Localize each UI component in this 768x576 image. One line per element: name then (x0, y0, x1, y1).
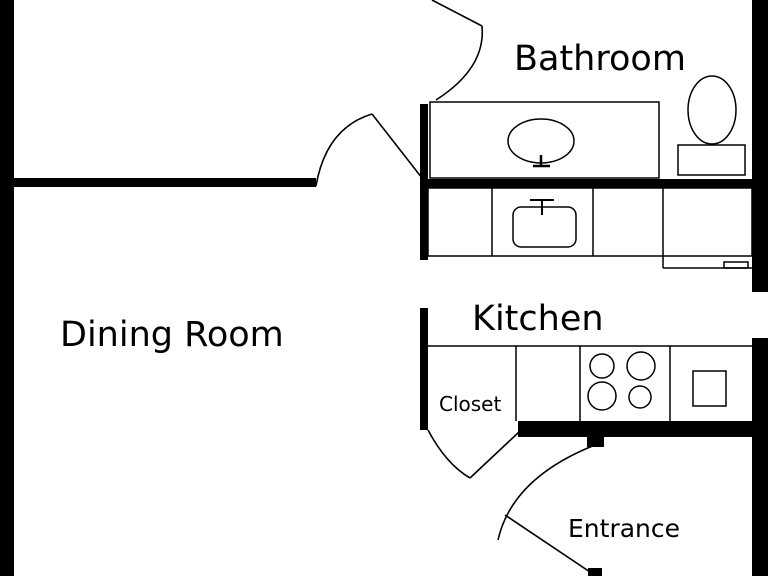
toilet-tank (677, 144, 746, 176)
right-exterior-wall (752, 0, 768, 292)
stove-burner (626, 351, 656, 381)
kitchen-sink-faucet (530, 199, 554, 215)
upper-counter (427, 187, 753, 257)
bathroom-sink-faucet (533, 155, 550, 168)
closet-door-leaf (469, 431, 520, 479)
stove-burner (589, 353, 615, 379)
toilet-bowl (687, 75, 737, 145)
closet-label: Closet (439, 392, 501, 416)
stove-burner (628, 385, 652, 409)
entrance-label: Entrance (568, 514, 680, 543)
kitchen-sink-basin (512, 206, 577, 248)
entrance-door-leaf (504, 514, 597, 576)
bathroom-label: Bathroom (514, 39, 686, 79)
closet-door-arc (427, 429, 471, 479)
bathroom-vanity-counter (429, 101, 660, 179)
kitchen-lower-counter (428, 345, 752, 421)
entrance-door-arc (497, 444, 596, 541)
bathroom-fixtures (429, 75, 746, 179)
counter-vent (723, 261, 749, 269)
kitchen-upper-counter (427, 187, 753, 269)
dining-top-wall (14, 178, 316, 187)
dining-door-leaf (371, 113, 423, 179)
kitchen-bottom-wall (518, 421, 768, 437)
dining-door-arc (315, 113, 373, 187)
kitchen-label: Kitchen (472, 299, 604, 339)
bathroom-top-door-arc (435, 25, 484, 101)
entrance-bottom-jamb (588, 568, 602, 576)
closet-left-wall (420, 308, 428, 430)
right-exterior-wall-lower (752, 338, 768, 576)
entrance-door-jamb (587, 430, 604, 447)
left-exterior-wall (0, 0, 14, 576)
dishwasher-symbol (692, 370, 727, 407)
dining-room-label: Dining Room (60, 315, 284, 355)
doors (315, 0, 597, 576)
bathroom-kitchen-wall (420, 179, 755, 188)
bathroom-top-door-leaf (431, 0, 483, 27)
stove-burner (587, 381, 617, 411)
